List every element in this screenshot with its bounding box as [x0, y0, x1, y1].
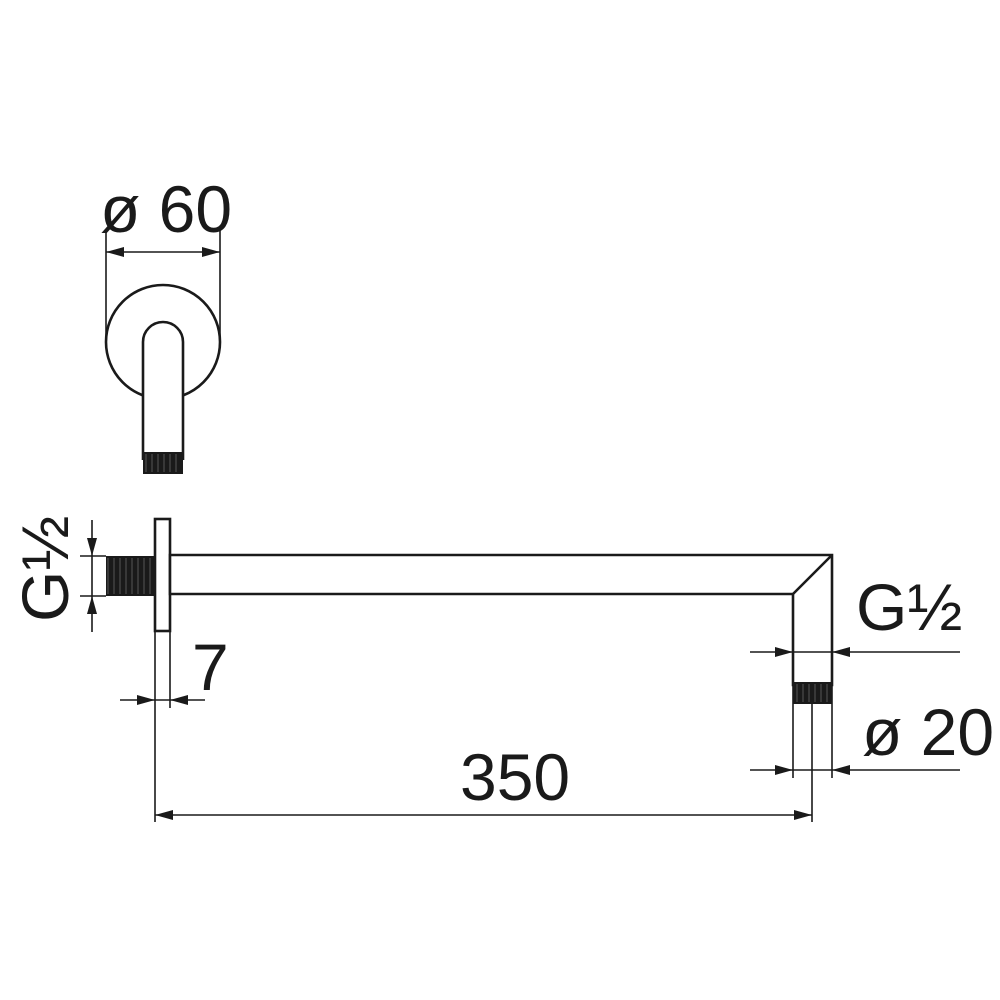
arm-length-label: 350 [460, 740, 570, 814]
arm-front [141, 320, 185, 460]
thread-right-label: G½ [856, 570, 962, 644]
side-view: G½ 7 G½ ø 20 350 [8, 516, 994, 822]
inlet-thread [106, 556, 155, 596]
flange-diameter-label: ø 60 [100, 172, 232, 246]
front-outlet-thread [143, 452, 183, 474]
thread-left-label: G½ [8, 516, 82, 622]
front-view: ø 60 [100, 172, 232, 474]
flange-thickness-label: 7 [192, 630, 229, 704]
arm-side [168, 553, 834, 687]
outlet-diameter-label: ø 20 [862, 695, 994, 769]
outlet-thread [793, 682, 832, 704]
wall-flange [153, 517, 172, 633]
